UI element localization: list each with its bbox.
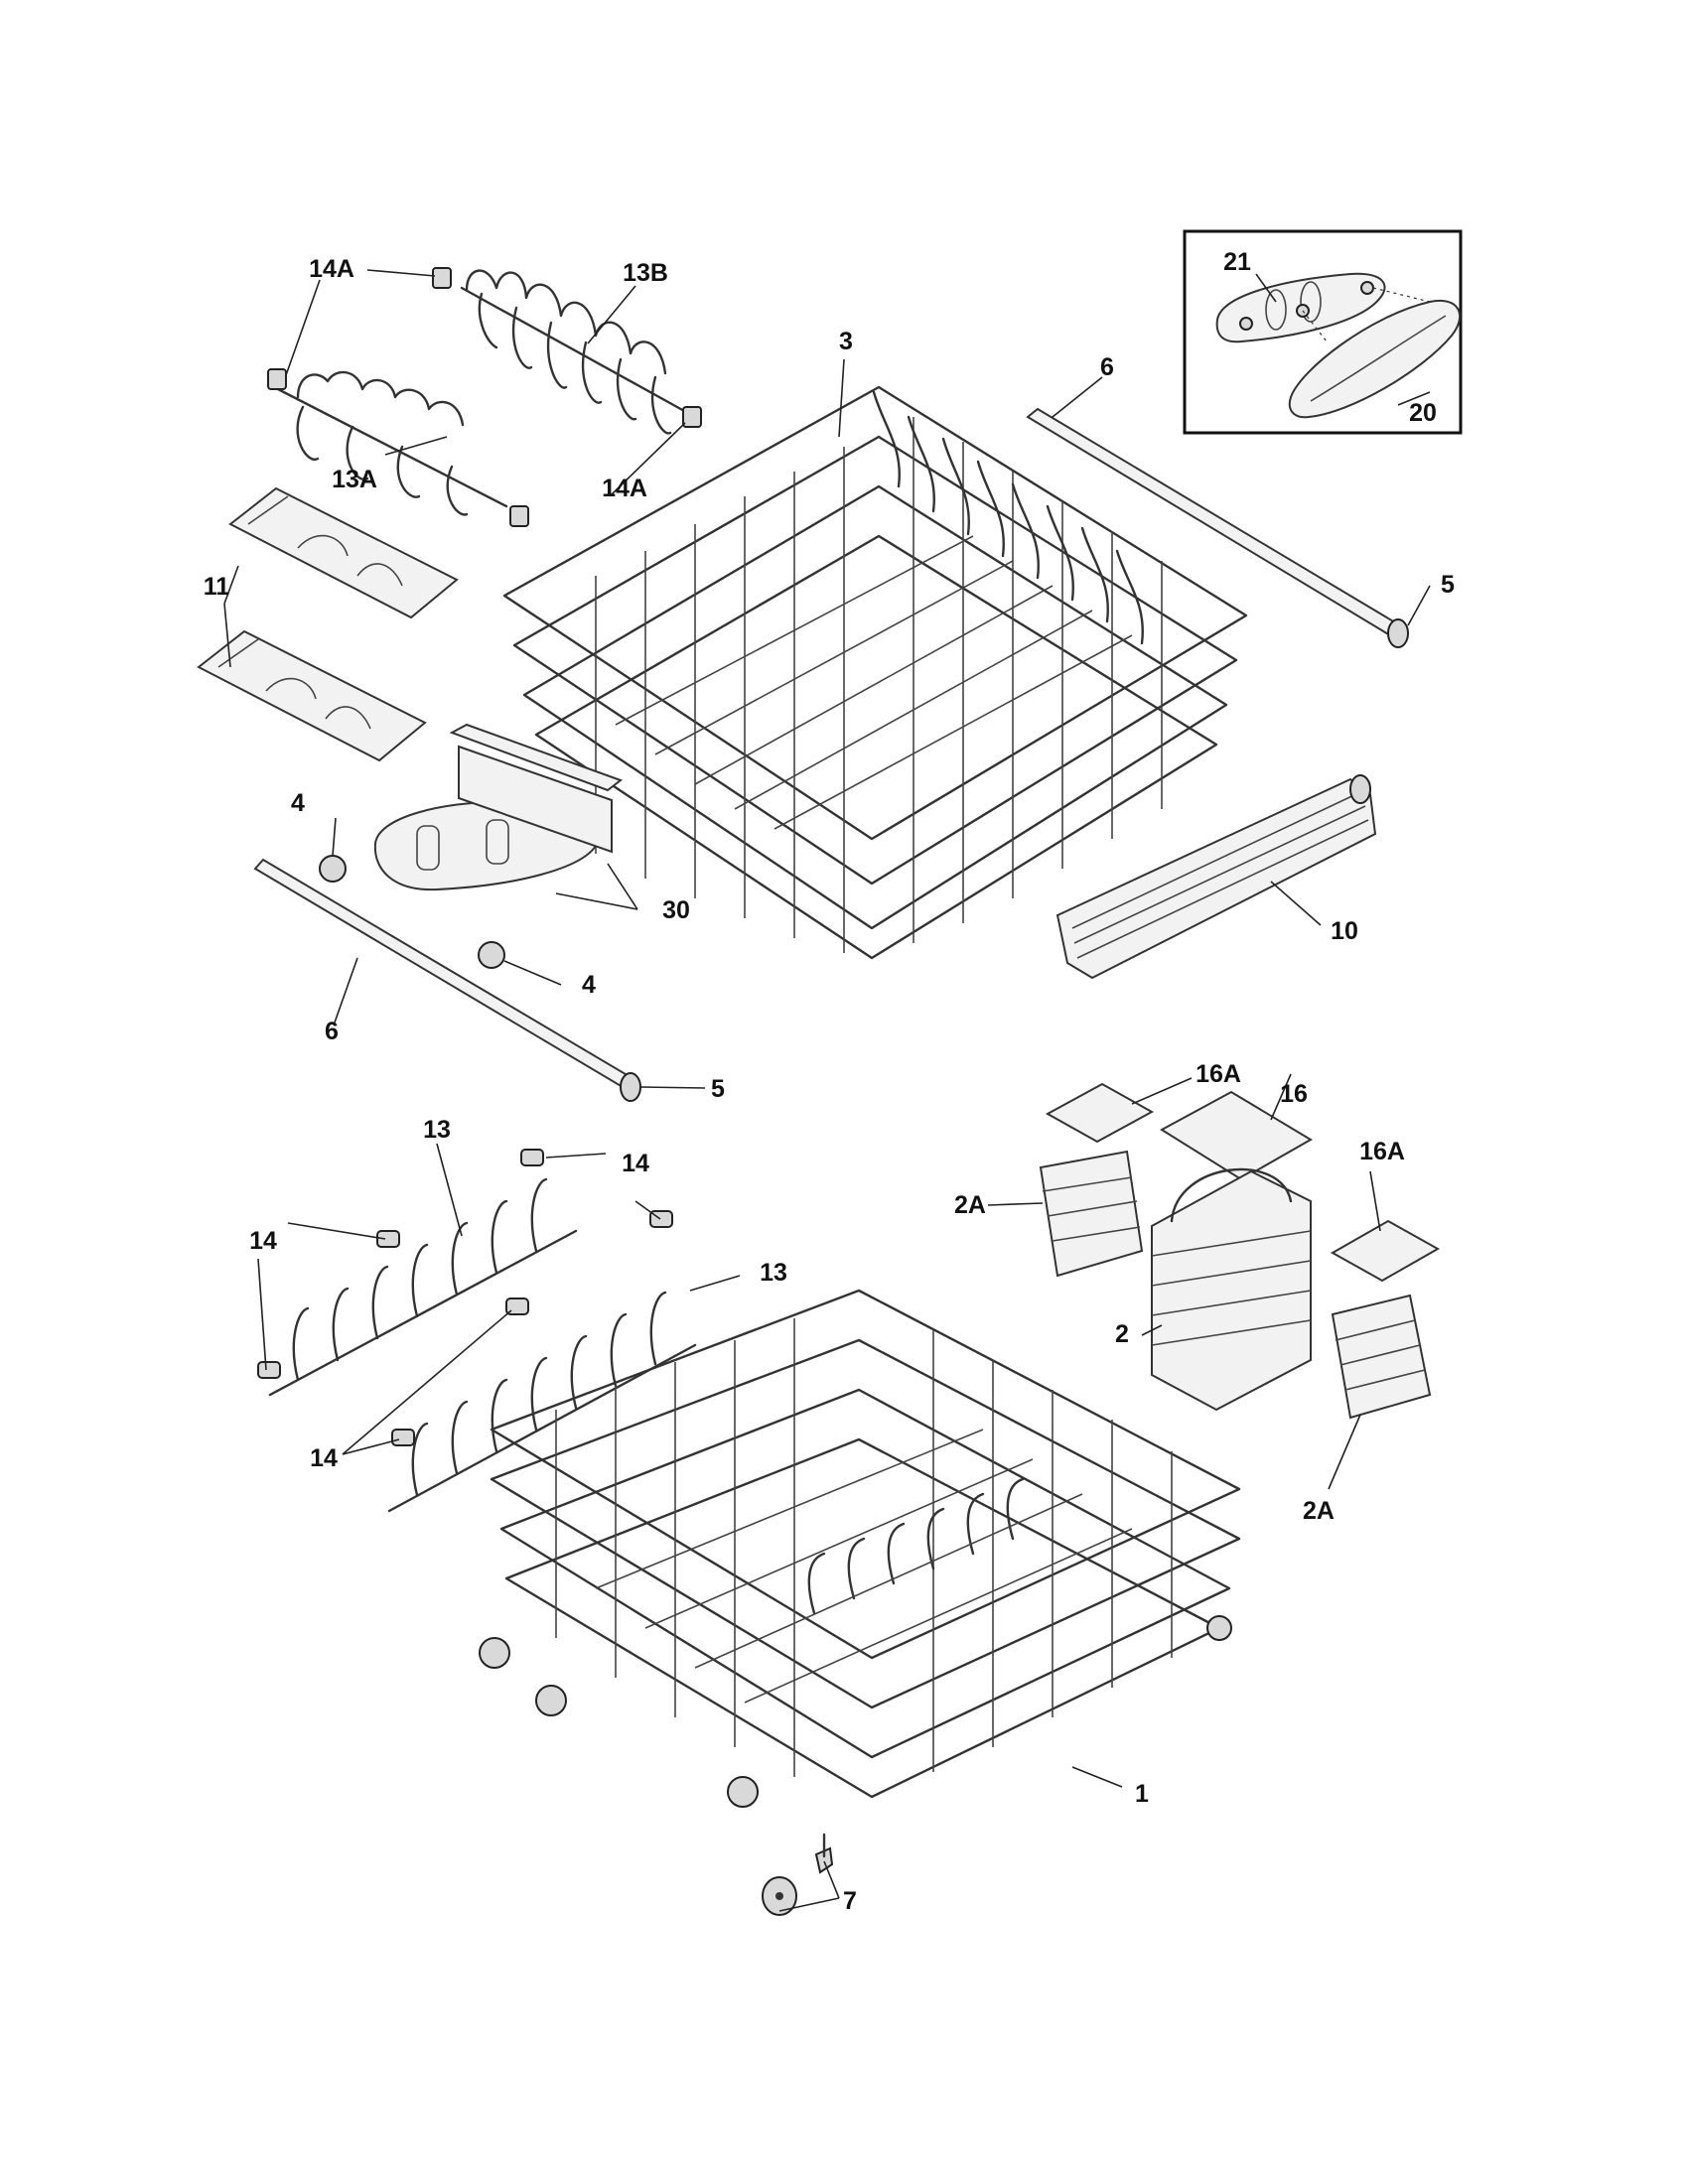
part-30-bracket [373,723,624,891]
leader-lines [223,269,1431,1912]
callout-16A-top: 16A [1196,1060,1241,1088]
part-2-basket [1151,1167,1312,1412]
part-4-wheels [319,855,505,969]
inset-box [1183,229,1463,435]
part-7-wheel-axle [762,1833,834,1916]
callout-13-top: 13 [423,1116,451,1144]
callout-2A-top: 2A [954,1191,986,1219]
callout-1: 1 [1135,1780,1149,1808]
part-16A-lids [1045,1082,1441,1283]
part-6-top-rail [1026,407,1409,648]
part-3-upper-rack [502,385,1248,960]
callout-6-top: 6 [1100,353,1114,381]
part-14A-clips [267,267,702,527]
callout-6-bottom: 6 [325,1018,339,1045]
callout-3: 3 [839,328,853,355]
callout-30: 30 [662,896,690,924]
callout-13-right: 13 [760,1259,787,1287]
callout-20: 20 [1409,399,1437,427]
callout-14A-lower: 14A [602,475,647,502]
part-16-lid [1160,1090,1313,1181]
callout-5-top: 5 [1441,571,1455,599]
callout-16: 16 [1280,1080,1308,1108]
callout-14-right: 14 [622,1150,649,1177]
callout-7: 7 [843,1887,857,1915]
part-1-lower-rack [490,1289,1241,1799]
part-1-wheels [479,1615,1232,1808]
callout-14-left: 14 [249,1227,277,1255]
callout-11: 11 [204,573,230,601]
callout-16A-right: 16A [1359,1138,1405,1165]
part-13A-tine-row [272,370,508,516]
callout-5-bottom: 5 [711,1075,725,1103]
part-13B-tine-row [460,269,697,435]
callout-4-bottom: 4 [582,971,596,999]
part-14-clips [257,1149,673,1446]
part-10-basket [1055,774,1377,980]
callout-13B: 13B [623,259,668,287]
part-2A-baskets [1039,1150,1432,1420]
callout-2: 2 [1115,1320,1129,1348]
callout-2A-bottom: 2A [1303,1497,1335,1525]
callout-13A: 13A [332,466,377,493]
part-11-shelves [197,486,459,762]
callout-4-top: 4 [291,789,305,817]
callout-10: 10 [1331,917,1358,945]
part-20-cover [1288,299,1462,419]
part-21-bracket [1215,272,1386,343]
callout-labels: 14A 13B 3 6 21 20 13A 14A 11 5 4 30 10 4… [204,248,1455,1915]
callout-21: 21 [1223,248,1251,276]
callout-14A-top: 14A [309,255,354,283]
callout-14-bottom: 14 [310,1444,338,1472]
